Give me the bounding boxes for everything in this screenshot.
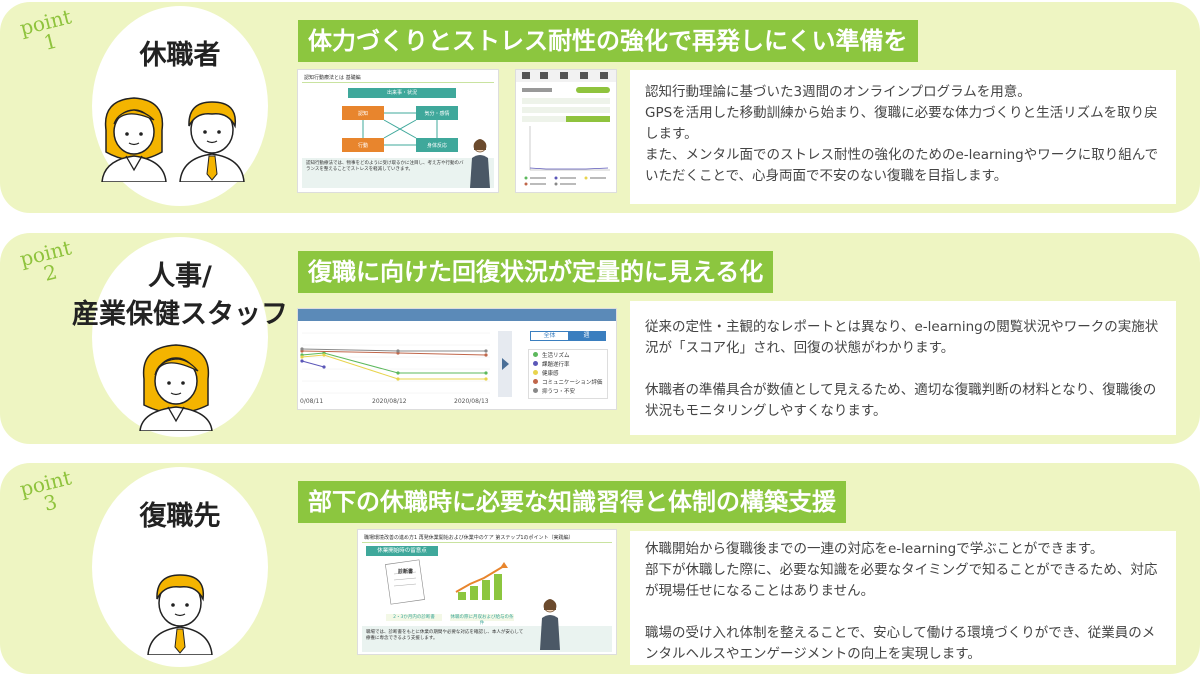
label-salary: 休職の際に月収および給与の条件 — [450, 614, 514, 626]
score-line-chart — [300, 332, 490, 394]
chart-header-bar — [298, 309, 616, 321]
legend-item: 抑うつ・不安 — [529, 386, 607, 395]
legend-item: コミュニケーション評価 — [529, 377, 607, 386]
point-1-heading: 体力づくりとストレス耐性の強化で再発しにくい準備を — [298, 20, 918, 62]
score-point — [322, 365, 326, 369]
legend-item: 健康感 — [529, 368, 607, 377]
period-toggle[interactable]: 全体 週 — [530, 331, 606, 341]
score-point — [396, 349, 400, 353]
cbt-lesson-screenshot: 認知行動療法とは 基礎編 出来事・状況 認知 気分・感情 行動 身体反応 認知行… — [298, 70, 498, 192]
score-point — [322, 353, 326, 357]
toggle-all[interactable]: 全体 — [543, 332, 556, 339]
point-2-panel: point 2 人事/ 産業保健スタッフ 復職に向けた回復状況が定量的に見える化… — [0, 233, 1200, 444]
toggle-week[interactable]: 週 — [568, 332, 605, 340]
mobile-app-screenshot — [516, 70, 616, 192]
description-line: 休職者の準備具合が数値として見えるため、適切な復職判断の材料となり、復職後の状況… — [645, 382, 1157, 419]
description-line: 部下が休職した際に、必要な知識を必要なタイミングで知ることができるため、対応が現… — [645, 562, 1158, 599]
description-line: 休職開始から復職後までの一連の対応をe-learningで学ぶことができます。 — [645, 541, 1104, 557]
arrow-right-icon — [502, 358, 509, 370]
diagram-top-box: 出来事・状況 — [386, 90, 417, 96]
description-line: また、メンタル面でのストレス耐性の強化のためのe-learningやワークに取り… — [645, 147, 1159, 184]
legend-swatch — [533, 388, 538, 393]
point-2-heading: 復職に向けた回復状況が定量的に見える化 — [298, 251, 774, 293]
score-point — [396, 371, 400, 375]
role-title: 休職者 — [139, 40, 221, 71]
x-label-3: 2020/08/13 — [454, 398, 489, 405]
legend-label: 課題遂行率 — [542, 361, 570, 368]
role-title-line2: 産業保健スタッフ — [72, 299, 288, 330]
lesson-title: 職場環境改善の進め方1 再発休業開始および休業中のケア 第ステップ1のポイント（… — [364, 535, 574, 541]
two-employees-illustration — [101, 97, 245, 182]
legend-label: コミュニケーション評価 — [542, 379, 603, 386]
diagram-box-behavior: 行動 — [357, 143, 368, 149]
legend-label: 健康感 — [542, 370, 559, 377]
score-point — [484, 353, 488, 357]
lesson-title-rule — [362, 542, 612, 543]
paragraph-gap — [645, 359, 1162, 380]
point-3-heading: 部下の休職時に必要な知識習得と体制の構築支援 — [298, 481, 846, 523]
score-chart-screenshot: 0/08/11 2020/08/12 2020/08/13 全体 週 生活リズム… — [298, 309, 616, 409]
legend-swatch — [533, 352, 538, 357]
score-point — [300, 355, 304, 359]
label-certificate: 2・3か月内の診断書 — [386, 614, 442, 621]
score-series-line — [301, 360, 325, 368]
section-label: 休業開始時の留意点 — [366, 546, 438, 556]
point-1-panel: point 1 休職者 体力づくりとストレス耐性の強化で再発しにくい準備を 認知… — [0, 2, 1200, 213]
mobile-app-mockup — [516, 70, 616, 186]
role-title: 復職先 — [139, 501, 221, 532]
legend-swatch — [533, 361, 538, 366]
paragraph-gap — [645, 602, 1162, 623]
legend-item: 生活リズム — [529, 350, 607, 359]
point-2-description: 従来の定性・主観的なレポートとは異なり、e-learningの閲覧状況やワークの… — [630, 301, 1176, 435]
description-line: 従来の定性・主観的なレポートとは異なり、e-learningの閲覧状況やワークの… — [645, 319, 1159, 356]
chart-legend: 生活リズム課題遂行率健康感コミュニケーション評価抑うつ・不安 — [528, 349, 608, 399]
cbt-cycle-diagram — [302, 88, 494, 188]
score-point — [484, 371, 488, 375]
legend-swatch — [533, 379, 538, 384]
lesson-caption: 認知行動療法では、物事をどのように受け取るかに注目し、考え方や行動のバランスを整… — [306, 161, 464, 172]
score-point — [300, 359, 304, 363]
description-line: 職場の受け入れ体制を整えることで、安心して働ける環境づくりができ、従業員のメンタ… — [645, 625, 1156, 662]
point-3-panel: point 3 復職先 部下の休職時に必要な知識習得と体制の構築支援 職場環境改… — [0, 463, 1200, 674]
description-line: GPSを活用した移動訓練から始まり、復職に必要な体力づくりと生活リズムを取り戻し… — [645, 105, 1158, 142]
x-label-1: 0/08/11 — [300, 398, 324, 405]
expand-arrow-panel[interactable] — [498, 331, 512, 397]
point-3-description: 休職開始から復職後までの一連の対応をe-learningで学ぶことができます。 … — [630, 531, 1176, 665]
score-point — [484, 377, 488, 381]
diagram-box-mood: 気分・感情 — [424, 111, 450, 117]
legend-label: 生活リズム — [542, 352, 570, 359]
lesson-caption: 職場では、診断書をもとに休業の期間や必要な対応を確認し、本人が安心して療養に専念… — [366, 630, 524, 641]
lesson-title: 認知行動療法とは 基礎編 — [304, 75, 361, 81]
paper-title: 診断書 — [398, 569, 414, 575]
lesson-illustration — [362, 559, 612, 652]
score-series-line — [301, 348, 486, 352]
score-point — [300, 347, 304, 351]
hr-staff-illustration — [139, 344, 213, 431]
x-label-2: 2020/08/12 — [372, 398, 407, 405]
diagram-box-body: 身体反応 — [426, 143, 447, 149]
man-figure — [179, 101, 245, 182]
woman-figure — [101, 97, 167, 182]
score-series-line — [301, 354, 486, 380]
diagram-box-cognition: 認知 — [357, 111, 368, 117]
legend-swatch — [533, 370, 538, 375]
legend-label: 抑うつ・不安 — [542, 388, 576, 395]
score-point — [484, 349, 488, 353]
lesson-title-rule — [302, 82, 494, 83]
point-1-description: 認知行動理論に基づいた3週間のオンラインプログラムを用意。 GPSを活用した移動… — [630, 70, 1176, 204]
role-title-line1: 人事/ — [148, 261, 212, 292]
score-series-line — [301, 352, 486, 374]
manager-illustration — [147, 574, 213, 655]
manager-lesson-screenshot: 職場環境改善の進め方1 再発休業開始および休業中のケア 第ステップ1のポイント（… — [358, 530, 616, 654]
legend-item: 課題遂行率 — [529, 359, 607, 368]
description-line: 認知行動理論に基づいた3週間のオンラインプログラムを用意。 — [645, 84, 1031, 100]
score-point — [396, 377, 400, 381]
